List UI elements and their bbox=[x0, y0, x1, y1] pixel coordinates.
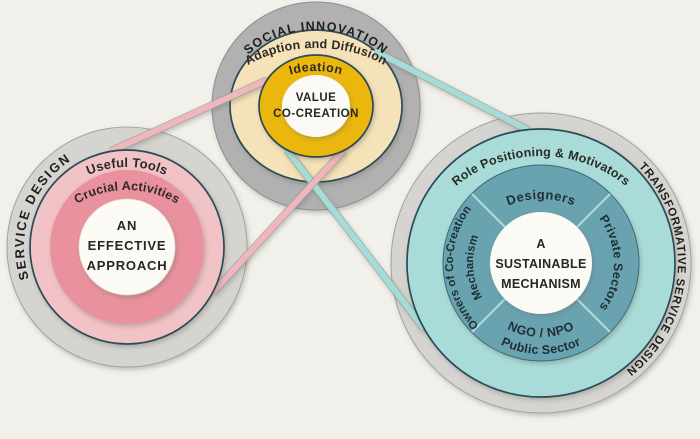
value-cocreation-line2: CO-CREATION bbox=[273, 108, 359, 120]
sustainable-mechanism-center-circle bbox=[490, 212, 592, 314]
sustainable-mechanism-line1: A bbox=[536, 237, 545, 251]
effective-approach-line1: AN bbox=[117, 218, 137, 233]
effective-approach-center-circle bbox=[78, 198, 176, 296]
separator-se bbox=[576, 298, 611, 333]
teal-connector-1 bbox=[374, 49, 531, 133]
ideation-arc-label: Ideation bbox=[287, 60, 344, 78]
value-cocreation-line1: VALUE bbox=[296, 92, 337, 104]
useful-tools-arc-label: Useful Tools bbox=[84, 155, 170, 178]
service-design-group: SERVICE DESIGN Useful Tools Crucial Acti… bbox=[12, 149, 225, 345]
pink-connector-1 bbox=[108, 77, 270, 154]
effective-approach-line2: EFFECTIVE bbox=[88, 238, 167, 253]
separator-sw bbox=[471, 298, 506, 333]
pink-connector-2 bbox=[211, 148, 346, 294]
ngo-npo-arc-label: NGO / NPO bbox=[506, 319, 576, 340]
connector-lines bbox=[108, 48, 531, 330]
sustainable-mechanism-line2: SUSTAINABLE bbox=[495, 257, 586, 271]
effective-approach-line3: APPROACH bbox=[87, 258, 168, 273]
separator-nw bbox=[471, 193, 506, 228]
social-innovation-group: SOCIAL INNOVATION Adaption and Diffusion… bbox=[241, 19, 390, 158]
teal-connector-2 bbox=[284, 147, 426, 330]
sustainable-mechanism-line3: MECHANISM bbox=[501, 277, 581, 291]
value-cocreation-center-circle bbox=[282, 75, 350, 137]
transformative-service-design-group: TRANSFORMATIVE SERVICE DESIGN Role Posit… bbox=[406, 128, 686, 398]
designers-arc-label: Designers bbox=[504, 187, 578, 208]
separator-ne bbox=[576, 193, 611, 228]
segment-separators bbox=[471, 193, 611, 333]
